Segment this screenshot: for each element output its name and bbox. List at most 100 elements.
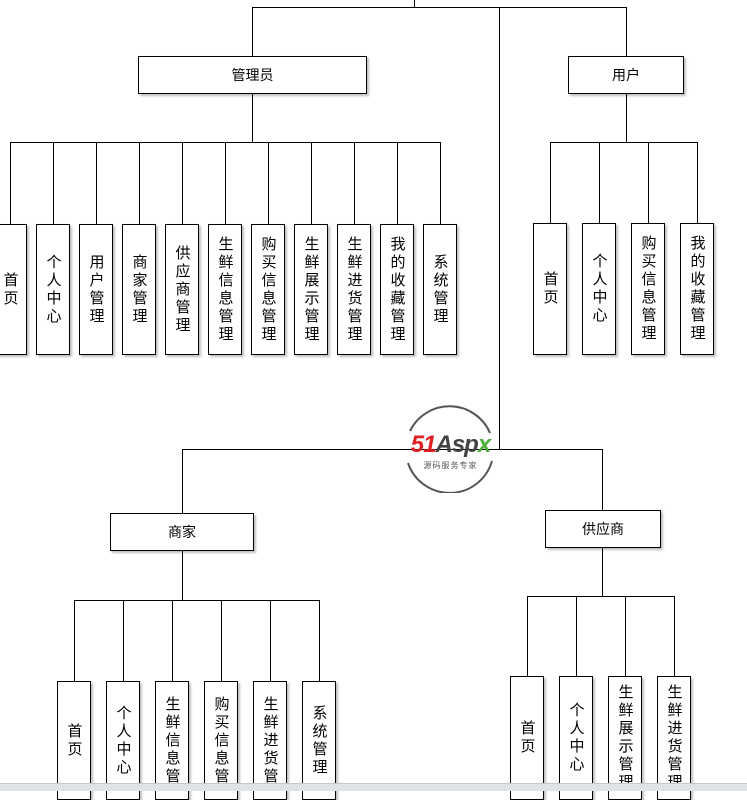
connector	[354, 142, 355, 224]
connector	[182, 550, 183, 600]
leaf-node: 系统管理	[423, 224, 457, 355]
logo-tagline: 源码服务专家	[423, 461, 478, 470]
leaf-label: 首页	[1, 271, 20, 308]
connector	[319, 600, 320, 681]
leaf-node: 首页	[57, 681, 91, 800]
leaf-label: 生鲜进货管理	[665, 684, 684, 792]
leaf-node: 购买信息管理	[251, 224, 285, 355]
leaf-label: 购买信息管理	[639, 235, 658, 343]
connector	[626, 7, 627, 56]
watermark-logo: 51Aspx 源码服务专家	[388, 403, 513, 493]
leaf-node: 个人中心	[36, 224, 70, 355]
connector	[697, 142, 698, 223]
logo-51: 51	[410, 431, 437, 458]
connector	[311, 142, 312, 224]
leaf-node: 生鲜进货管理	[657, 676, 691, 800]
leaf-node: 生鲜信息管	[155, 681, 189, 800]
connector	[550, 142, 698, 143]
connector	[599, 142, 600, 223]
connector	[625, 596, 626, 676]
leaf-label: 我的收藏管理	[388, 235, 407, 344]
connector	[221, 600, 222, 681]
connector	[576, 596, 577, 676]
connector	[172, 600, 173, 681]
leaf-node: 个人中心	[106, 681, 140, 800]
leaf-node: 生鲜进货管理	[337, 224, 371, 355]
connector	[123, 600, 124, 681]
leaf-node: 供应商管理	[165, 224, 199, 355]
leaf-label: 个人中心	[567, 702, 586, 774]
leaf-node: 首页	[510, 676, 544, 800]
leaf-node: 生鲜信息管理	[208, 224, 242, 355]
logo-asp: Asp	[435, 431, 479, 458]
leaf-node: 系统管理	[302, 681, 336, 800]
leaf-label: 用户管理	[87, 253, 106, 326]
connector	[270, 600, 271, 681]
leaf-node: 个人中心	[559, 676, 593, 800]
connector	[96, 142, 97, 224]
leaf-label: 购买信息管	[212, 695, 231, 786]
leaf-label: 供应商管理	[173, 244, 192, 335]
connector	[602, 547, 603, 596]
connector	[182, 449, 183, 513]
leaf-label: 生鲜展示管理	[616, 684, 635, 792]
leaf-label: 个人中心	[44, 253, 63, 326]
connector	[252, 7, 627, 8]
leaf-node: 购买信息管	[204, 681, 238, 800]
node-label: 商家	[168, 525, 196, 541]
leaf-label: 我的收藏管理	[688, 235, 707, 343]
leaf-node: 生鲜进货管	[253, 681, 287, 800]
connector	[74, 600, 320, 601]
connector	[182, 449, 603, 450]
node-merchant: 商家	[110, 513, 254, 551]
leaf-node: 生鲜展示管理	[294, 224, 328, 355]
node-label: 管理员	[231, 68, 274, 84]
leaf-node: 商家管理	[122, 224, 156, 355]
connector	[397, 142, 398, 224]
connector	[527, 596, 675, 597]
connector	[252, 93, 253, 142]
leaf-label: 个人中心	[114, 704, 133, 777]
connector	[499, 7, 500, 449]
leaf-label: 生鲜信息管理	[216, 235, 235, 344]
connector	[10, 142, 11, 224]
connector	[53, 142, 54, 224]
leaf-node: 购买信息管理	[631, 223, 665, 355]
connector	[182, 142, 183, 224]
connector	[440, 142, 441, 224]
leaf-label: 个人中心	[590, 253, 609, 325]
leaf-node: 我的收藏管理	[680, 223, 714, 355]
connector	[626, 93, 627, 142]
leaf-label: 生鲜进货管理	[345, 235, 364, 344]
leaf-label: 购买信息管理	[259, 235, 278, 344]
connector	[268, 142, 269, 224]
connector	[602, 449, 603, 510]
leaf-label: 生鲜信息管	[163, 695, 182, 786]
leaf-node: 个人中心	[582, 223, 616, 355]
leaf-label: 首页	[65, 722, 84, 759]
connector	[550, 142, 551, 223]
connector	[527, 596, 528, 676]
connector	[252, 7, 253, 56]
connector	[225, 142, 226, 224]
leaf-label: 商家管理	[130, 253, 149, 326]
leaf-label: 系统管理	[431, 253, 450, 326]
node-label: 供应商	[582, 522, 624, 538]
node-admin: 管理员	[138, 56, 367, 94]
logo-ring-icon	[407, 405, 493, 493]
leaf-label: 生鲜展示管理	[302, 235, 321, 344]
node-user: 用户	[568, 56, 684, 94]
leaf-node: 首页	[533, 223, 567, 355]
node-supplier: 供应商	[545, 510, 661, 548]
connector	[648, 142, 649, 223]
horizontal-scrollbar[interactable]	[0, 783, 747, 791]
leaf-label: 首页	[518, 720, 537, 756]
connector	[414, 0, 415, 7]
connector	[674, 596, 675, 676]
leaf-label: 系统管理	[310, 704, 329, 777]
leaf-label: 生鲜进货管	[261, 695, 280, 786]
leaf-node: 用户管理	[79, 224, 113, 355]
leaf-label: 首页	[541, 271, 560, 307]
connector	[74, 600, 75, 681]
leaf-node: 我的收藏管理	[380, 224, 414, 355]
